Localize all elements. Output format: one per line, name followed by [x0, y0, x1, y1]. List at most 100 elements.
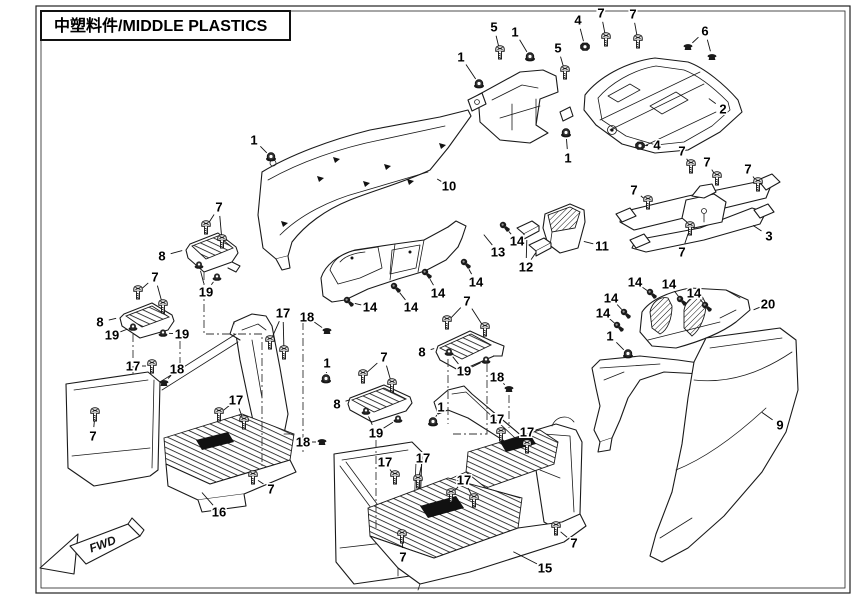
part-2-floor-panel: [583, 57, 743, 154]
leader-line: [583, 241, 594, 245]
leader-line: [170, 250, 183, 255]
nut-icon: [265, 152, 277, 162]
callout-7: 7: [630, 183, 637, 198]
screw-icon: [147, 359, 157, 374]
callout-12: 12: [519, 260, 533, 275]
screw-icon: [201, 220, 211, 235]
screw-icon: [133, 285, 143, 300]
callout-7: 7: [380, 350, 387, 365]
callout-17: 17: [378, 455, 392, 470]
clip-icon: [322, 328, 332, 334]
part-8-rail-d: [347, 384, 413, 423]
part-20-cover: [639, 287, 751, 349]
leader-line: [684, 233, 689, 244]
leader-line: [560, 56, 564, 67]
callout-16: 16: [212, 505, 226, 520]
nut-icon: [473, 79, 485, 89]
leader-line: [483, 234, 493, 246]
leader-line: [471, 308, 483, 325]
callout-8: 8: [96, 315, 103, 330]
leader-line: [201, 492, 214, 506]
leader-line: [454, 486, 459, 491]
leader-line: [368, 416, 373, 425]
callout-7: 7: [678, 144, 685, 159]
leader-line: [219, 215, 222, 236]
callout-1: 1: [606, 329, 613, 344]
callout-1: 1: [511, 25, 518, 40]
leader-line: [435, 414, 438, 417]
leader-line: [579, 28, 584, 42]
leader-line: [452, 356, 459, 365]
callout-17: 17: [276, 306, 290, 321]
callout-3: 3: [765, 229, 772, 244]
nut-icon: [427, 417, 439, 427]
screw-sm-icon: [460, 258, 472, 270]
leader-line: [386, 365, 391, 380]
leader-line: [120, 328, 128, 333]
part-9-side-panel: [591, 327, 799, 563]
screw-icon: [279, 345, 289, 360]
part-2-bracket: [467, 69, 574, 144]
leader-line: [450, 307, 462, 318]
callout-7: 7: [399, 550, 406, 565]
callout-17: 17: [520, 425, 534, 440]
leader-line: [354, 302, 362, 306]
nut19-icon: [393, 415, 403, 423]
callout-4: 4: [574, 13, 582, 28]
leader-line: [495, 35, 500, 47]
callout-14: 14: [404, 300, 419, 315]
callout-14: 14: [469, 275, 484, 290]
page-title: 中塑料件/MIDDLE PLASTICS: [54, 16, 268, 35]
screw-icon: [214, 407, 224, 422]
callout-5: 5: [490, 20, 497, 35]
callout-6: 6: [701, 24, 708, 39]
leader-line: [674, 290, 679, 297]
leader-line: [272, 321, 280, 337]
leader-line: [156, 285, 162, 301]
leader-line: [238, 408, 243, 417]
callout-4: 4: [653, 138, 661, 153]
callout-17: 17: [490, 412, 504, 427]
leader-line: [208, 214, 215, 223]
screw-icon: [633, 34, 643, 49]
callout-14: 14: [431, 286, 446, 301]
nut-icon: [622, 349, 634, 359]
leader-line: [257, 479, 264, 485]
leader-line: [223, 405, 230, 411]
callout-8: 8: [158, 249, 165, 264]
fwd-arrow: FWD: [39, 517, 145, 575]
screw-sm-icon: [646, 288, 658, 300]
leader-line: [708, 98, 717, 105]
leader-line: [753, 306, 760, 311]
leader-line: [345, 399, 350, 402]
callout-5: 5: [554, 41, 561, 56]
screw-icon: [686, 159, 696, 174]
leader-line: [399, 292, 406, 301]
leader-line: [465, 64, 477, 80]
part-12-pads: [516, 220, 552, 257]
assembly-lines: [132, 272, 510, 528]
callout-14: 14: [363, 300, 378, 315]
leader-line: [692, 36, 699, 44]
leader-line: [108, 317, 117, 321]
callout-7: 7: [597, 6, 604, 21]
callout-7: 7: [703, 155, 710, 170]
leader-line: [471, 362, 481, 368]
callout-1: 1: [250, 133, 257, 148]
leader-line: [503, 383, 506, 386]
leader-line: [761, 412, 773, 421]
callout-19: 19: [457, 364, 471, 379]
part-16-footwell: [65, 313, 297, 513]
callout-7: 7: [744, 162, 751, 177]
callout-14: 14: [596, 306, 611, 321]
callout-7: 7: [215, 200, 222, 215]
screw-icon: [601, 32, 611, 47]
clip-icon: [159, 380, 169, 386]
leader-line: [314, 321, 323, 328]
callout-1: 1: [323, 356, 330, 371]
callout-13: 13: [491, 245, 505, 260]
leader-line: [467, 487, 472, 495]
leader-line: [602, 21, 606, 34]
clip-icon: [504, 386, 514, 392]
